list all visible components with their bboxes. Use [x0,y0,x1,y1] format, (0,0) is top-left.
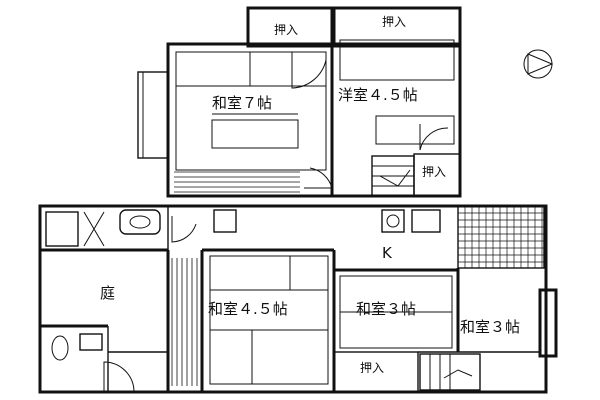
closet-bottom [333,351,419,393]
room-washitsu-3-right: 和室３帖 [460,318,520,336]
bay-window [538,288,558,358]
room-washitsu-4-5: 和室４.５帖 [208,300,288,318]
tiled-area [457,205,545,269]
closet-bottom-label: 押入 [360,361,384,375]
upper-closet-right-wall [332,6,462,48]
engawa-stripes-lower [171,258,198,386]
closet-top-right-label: 押入 [382,15,406,29]
closet-top-left-label: 押入 [274,23,298,37]
room-youshitsu-4-5: 洋室４.５帖 [338,86,418,104]
sink [119,209,161,235]
engawa-stripes-upper [174,171,300,193]
upper-closet-left-wall [246,6,334,48]
upper-floor [137,6,462,198]
stove-icon [411,209,441,233]
lower-floor [38,204,558,394]
wc-sink [79,333,103,351]
room-kitchen: K [382,244,393,262]
bathtub [45,211,79,247]
toilet-icon [51,335,69,361]
kitchen-table-icon [213,209,237,233]
closet-mid-right [413,153,461,197]
lower-outer-wall [38,204,548,394]
kitchen-sink-icon [381,209,405,233]
room-washitsu-3-middle: 和室３帖 [356,300,416,318]
room-washitsu-7: 和室７帖 [212,94,272,112]
closet-mid-right-label: 押入 [422,165,446,179]
north-arrow-icon [523,49,554,79]
garden-label: 庭 [100,284,115,302]
balcony [137,71,169,159]
